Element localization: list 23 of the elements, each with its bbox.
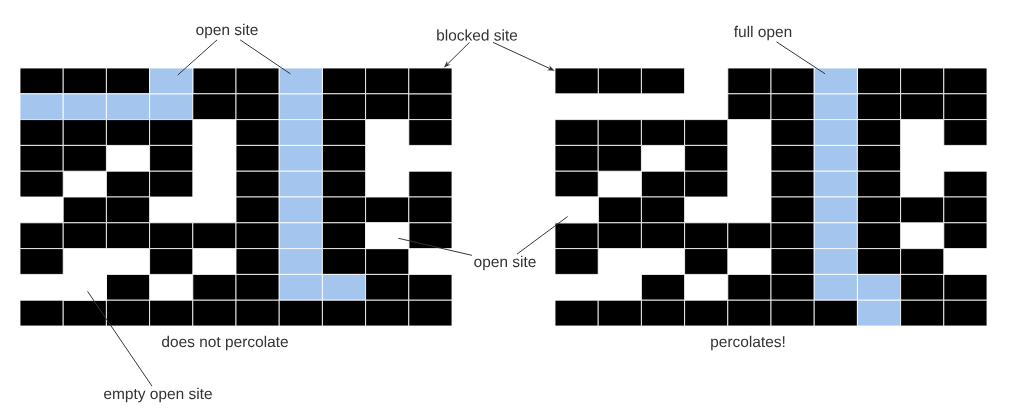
annotation-text: blocked site — [437, 29, 518, 41]
site-cell — [408, 67, 453, 95]
site-cell — [62, 273, 107, 301]
annotation-text: open site — [474, 255, 536, 271]
caption-text: does not percolate — [162, 335, 288, 351]
site-cell — [554, 196, 599, 224]
caption-text: percolates! — [711, 335, 785, 351]
site-cell — [365, 222, 410, 250]
site-cell — [813, 67, 858, 95]
arrow — [492, 41, 554, 71]
leader-line — [397, 237, 473, 256]
arrow — [444, 41, 470, 68]
leader-line — [177, 39, 218, 76]
annotation-text: open site — [196, 23, 258, 39]
leader-line — [516, 216, 569, 255]
annotation-text: empty open site — [104, 387, 212, 403]
site-cell — [278, 67, 323, 95]
site-cell — [554, 67, 599, 95]
annotation-text: full open — [734, 25, 792, 41]
leader-line — [87, 290, 153, 387]
leader-line — [239, 39, 291, 75]
leader-line — [776, 41, 826, 75]
site-cell — [149, 67, 194, 95]
